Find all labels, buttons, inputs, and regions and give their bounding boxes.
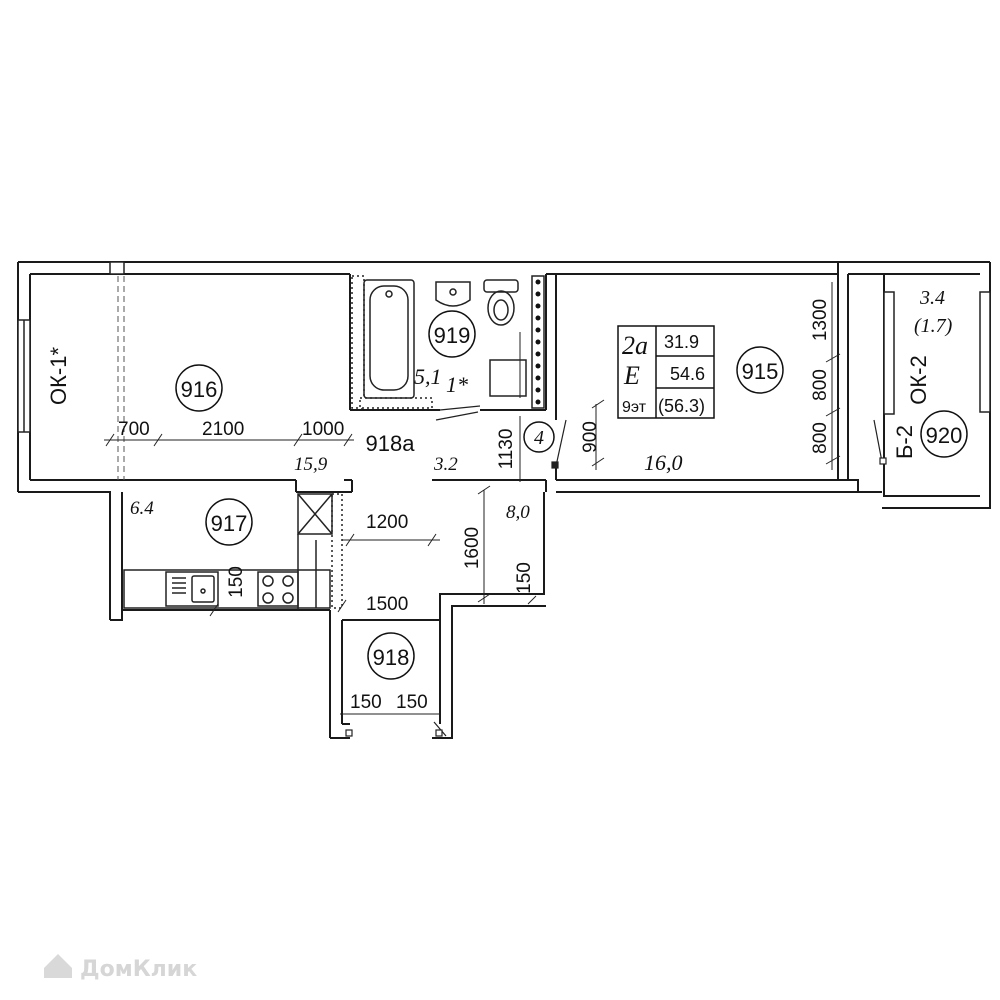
dim-1000: 1000	[302, 419, 344, 440]
room-920-number: 920	[926, 423, 963, 448]
fridge-icon	[297, 493, 333, 535]
room-916-number: 916	[181, 377, 218, 402]
room-918-circle	[367, 632, 415, 680]
dim-150a: 150	[514, 562, 535, 594]
room-918-area: 8,0	[506, 502, 530, 523]
corridor-circle	[523, 421, 555, 453]
dim-1500: 1500	[366, 594, 408, 615]
wall-916-bottom	[18, 479, 546, 620]
bathtub-inner	[369, 285, 409, 391]
wall-bath	[349, 274, 547, 411]
room-919-number: 919	[434, 323, 471, 348]
bath-wall-texture	[331, 275, 545, 609]
dim-800a: 800	[810, 369, 831, 401]
bath-wall-left	[351, 275, 365, 409]
room-915-circle	[736, 346, 784, 394]
toilet-icon	[487, 290, 515, 326]
doors	[345, 405, 887, 737]
washer-icon	[489, 359, 527, 397]
dim-900: 900	[580, 421, 601, 453]
corridor-code: 4	[534, 427, 544, 449]
room-919-area: 5,1	[414, 364, 442, 389]
room-920-circle	[920, 410, 968, 458]
dim-1130: 1130	[496, 429, 517, 470]
dim-150c: 150	[350, 692, 382, 713]
apartment-type: 2а	[622, 331, 648, 360]
watermark-text: ДомКлик	[80, 957, 197, 982]
living-area: 31.9	[664, 332, 699, 352]
balcony-door-label: Б-2	[892, 425, 917, 459]
room-917-area: 6.4	[130, 498, 154, 519]
bath-code: 1*	[446, 372, 468, 397]
kitchen-wall	[110, 492, 330, 621]
fixtures	[363, 279, 527, 399]
watermark: ДомКлик	[44, 954, 197, 982]
window-balcony	[979, 291, 991, 413]
room-918-number: 918	[373, 645, 410, 670]
window-left-label: ОК-1*	[46, 347, 71, 405]
room-918a-number: 918a	[366, 431, 416, 456]
house-icon	[44, 954, 72, 978]
door-balcony	[873, 419, 883, 463]
room-920-area: 3.4	[919, 287, 945, 309]
dim-1200: 1200	[366, 512, 408, 533]
room-920-area-reduced: (1.7)	[914, 315, 953, 337]
door-918	[433, 721, 447, 737]
window-right-label: ОК-2	[906, 355, 931, 405]
windows	[17, 261, 991, 433]
dim-150b: 150	[226, 566, 247, 598]
sink-icon	[435, 281, 471, 307]
wall-915-bottom	[545, 479, 882, 493]
wall-918	[329, 610, 350, 739]
dimension-lines	[104, 282, 841, 715]
wall-mid	[295, 480, 353, 493]
bath-wall-bottom	[359, 397, 433, 409]
kitchen-wall-texture	[331, 493, 343, 609]
room-915-number: 915	[742, 359, 779, 384]
wall-918-right	[432, 492, 546, 739]
dim-800b: 800	[810, 422, 831, 454]
kitchen-counter	[123, 569, 331, 609]
info-box	[617, 325, 715, 419]
room-917-circle	[205, 498, 253, 546]
room-916-area: 15,9	[294, 454, 328, 475]
dim-150d: 150	[396, 692, 428, 713]
toilet-tank	[483, 279, 519, 293]
bathtub-icon	[363, 279, 415, 399]
room-circles	[175, 310, 968, 680]
kitchen-sink-icon	[165, 571, 219, 607]
kitchen-fixtures	[123, 493, 333, 610]
apartment-floor: 9эт	[622, 399, 647, 416]
total-area: 54.6	[670, 364, 705, 384]
apartment-grade: Е	[623, 361, 640, 390]
dim-2100: 2100	[202, 419, 244, 440]
walls	[17, 261, 991, 739]
door-bath	[439, 405, 481, 411]
room-915-area: 16,0	[644, 450, 683, 475]
room-916-circle	[175, 364, 223, 412]
room-dividers	[117, 276, 125, 480]
total-area-with-balcony: (56.3)	[658, 396, 705, 416]
dim-1600: 1600	[462, 527, 483, 569]
door-915	[555, 419, 567, 467]
room-919-circle	[428, 310, 476, 358]
dim-1300: 1300	[810, 299, 831, 341]
window-right	[883, 291, 895, 415]
bath-tile-dots	[535, 279, 541, 405]
room-917-number: 917	[211, 511, 248, 536]
dim-700: 700	[118, 419, 150, 440]
balcony-walls	[837, 262, 991, 509]
room-918a-area: 3.2	[433, 454, 458, 475]
window-top-left	[109, 261, 125, 275]
